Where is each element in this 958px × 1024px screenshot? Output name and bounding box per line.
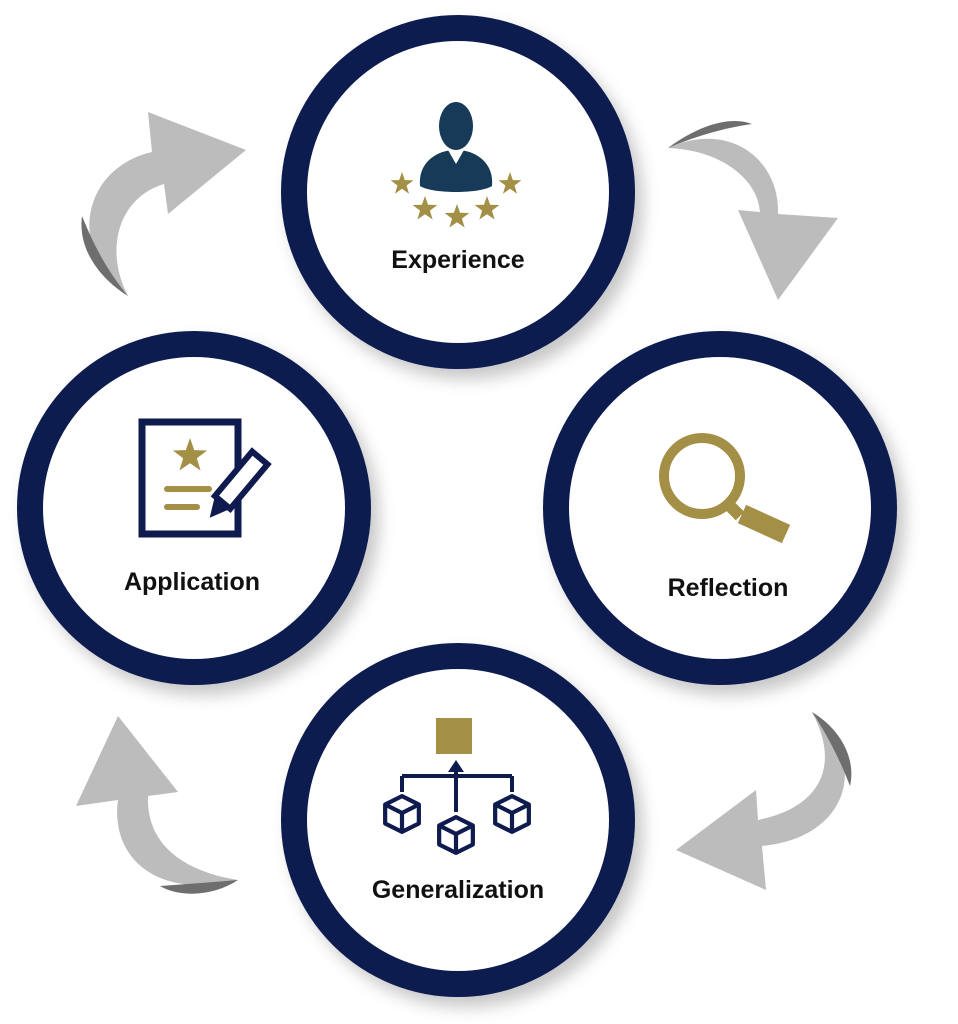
label-experience: Experience	[391, 246, 525, 274]
arrow-experience-to-reflection	[668, 121, 838, 300]
hierarchy-cubes-icon	[385, 718, 529, 853]
label-reflection: Reflection	[668, 574, 789, 602]
arrow-application-to-experience	[81, 112, 246, 296]
arrow-generalization-to-application	[76, 716, 238, 894]
circle-experience	[281, 15, 635, 369]
arrow-reflection-to-generalization	[676, 712, 852, 890]
curved-arrow-icon	[81, 112, 246, 296]
person-with-stars-icon	[390, 102, 522, 228]
curved-arrow-icon	[676, 712, 852, 890]
document-with-pen-icon	[138, 418, 272, 538]
label-generalization: Generalization	[372, 876, 544, 904]
curved-arrow-icon	[668, 121, 838, 300]
magnifying-glass-icon	[659, 433, 791, 544]
curved-arrow-icon	[76, 716, 238, 894]
label-application: Application	[124, 568, 260, 596]
